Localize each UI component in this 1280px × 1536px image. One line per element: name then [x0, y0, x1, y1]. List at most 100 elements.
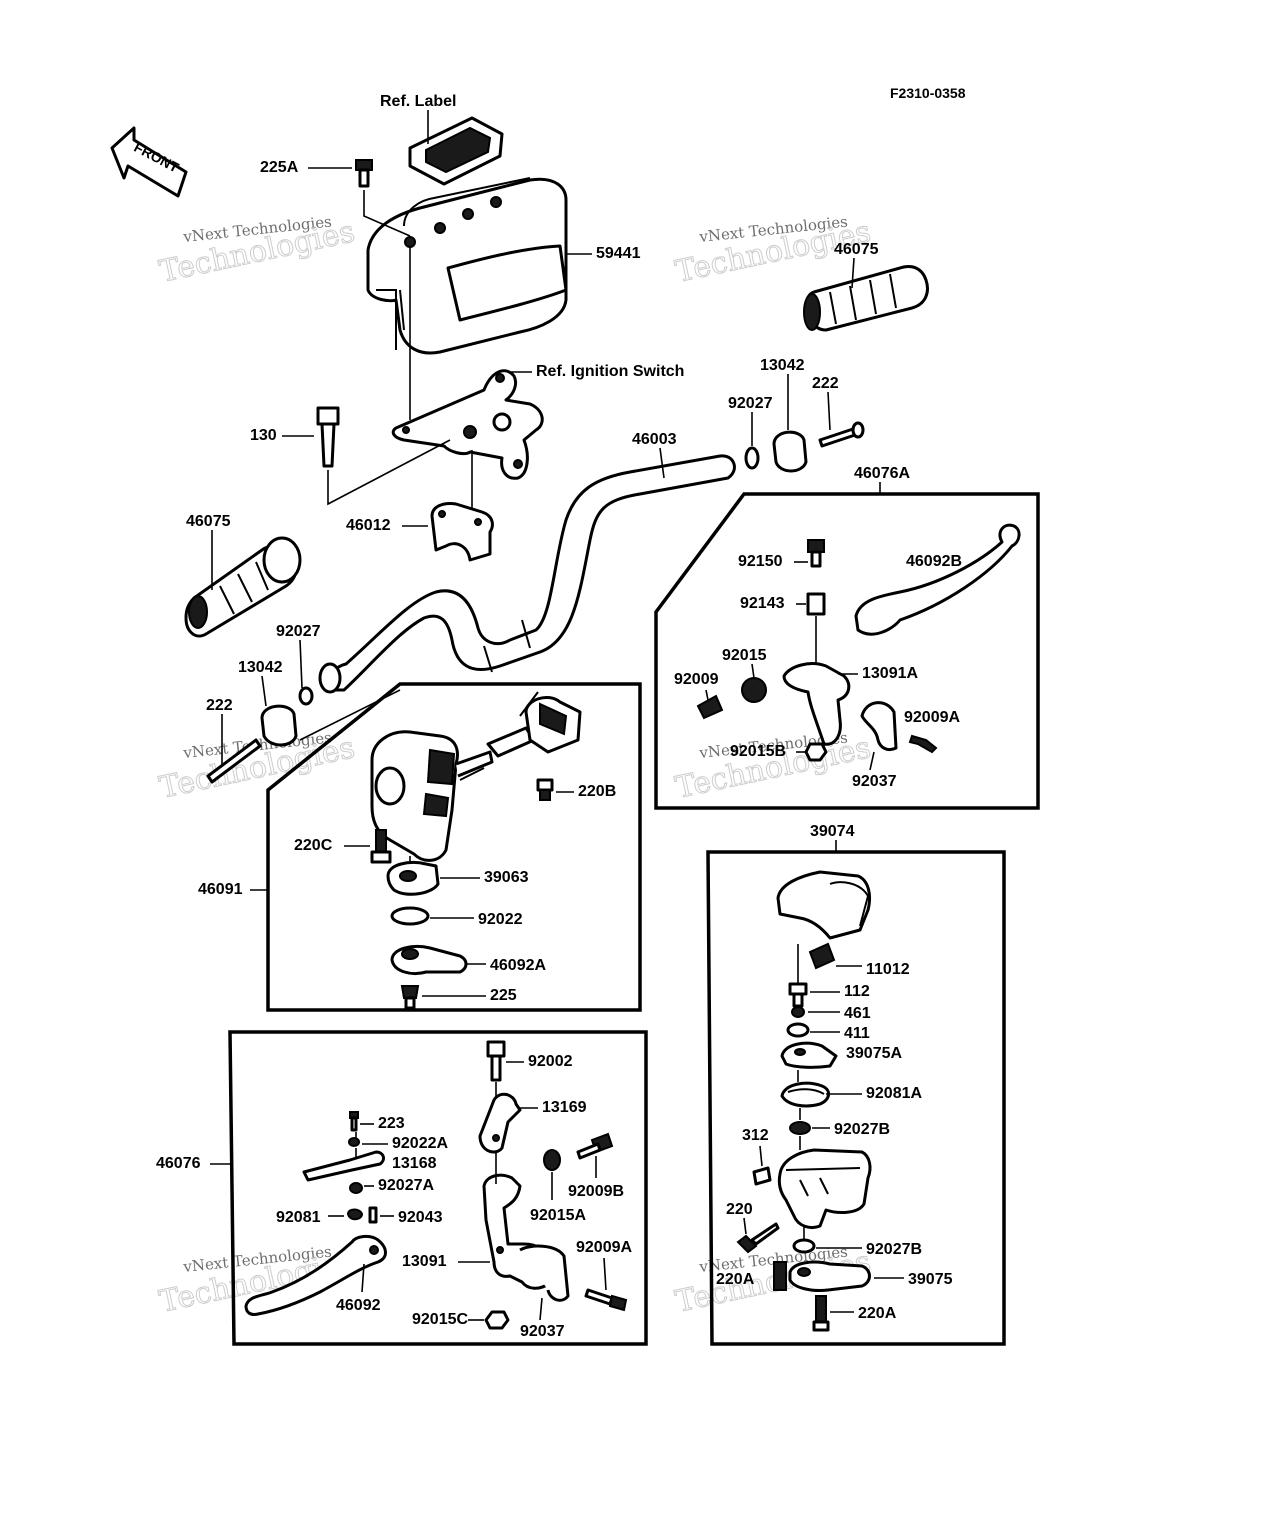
- label-39063: 39063: [484, 869, 529, 886]
- leader-13042-left: [261, 675, 267, 707]
- leader-225A-mount: [363, 190, 411, 237]
- washer-411: [786, 1022, 810, 1038]
- leader-lever-axis: [355, 1082, 497, 1184]
- pulley-39075: [788, 1260, 871, 1292]
- box-46091: [266, 682, 642, 1012]
- leader-92015: [751, 663, 755, 679]
- label-13042-right: 13042: [760, 357, 805, 374]
- lever-46092A: [390, 945, 468, 975]
- label-220A-a: 220A: [716, 1271, 755, 1288]
- bracket-13169: [478, 1092, 522, 1154]
- pin-92043: [368, 1206, 378, 1224]
- leader-46003: [659, 447, 665, 479]
- label-46076A: 46076A: [854, 465, 910, 482]
- leader-130-mount: [327, 439, 451, 506]
- washer-461: [791, 1006, 805, 1018]
- screw-225: [400, 985, 420, 1010]
- part-92027A: [349, 1182, 363, 1194]
- label-39075A: 39075A: [846, 1045, 902, 1062]
- right-end-parts: [744, 421, 865, 473]
- box-46076: [228, 1030, 648, 1346]
- pulley-39075A: [780, 1041, 838, 1069]
- left-grip: [184, 536, 302, 638]
- label-92081A: 92081A: [866, 1085, 922, 1102]
- label-92009A-top: 92009A: [904, 709, 960, 726]
- screw-112: [788, 982, 808, 1008]
- ref-label-caption: Ref. Label: [380, 93, 456, 110]
- handlebar: [318, 454, 736, 694]
- holder-13091: [482, 1173, 570, 1302]
- label-92037-bot: 92037: [520, 1323, 565, 1340]
- leader-46075-right: [851, 257, 855, 289]
- label-13091: 13091: [402, 1253, 447, 1270]
- lever-46092: [244, 1234, 387, 1316]
- holder-39063: [386, 861, 440, 896]
- label-46076: 46076: [156, 1155, 201, 1172]
- label-92027B-a: 92027B: [834, 1121, 890, 1138]
- spring-92081: [346, 1208, 364, 1221]
- leader-220: [743, 1217, 747, 1235]
- bolt-92002: [486, 1040, 506, 1082]
- bolt-225A: [355, 159, 373, 188]
- label-92015: 92015: [722, 647, 767, 664]
- leader-92009A-bot: [603, 1257, 607, 1291]
- label-13168: 13168: [392, 1155, 437, 1172]
- label-92002: 92002: [528, 1053, 573, 1070]
- label-11012: 11012: [866, 961, 910, 978]
- watermark-1: vNext Technologies Technologies: [156, 213, 358, 291]
- label-92027-right: 92027: [728, 395, 773, 412]
- label-411: 411: [844, 1025, 870, 1042]
- front-arrow-icon: FRONT: [110, 126, 188, 198]
- label-46075-left: 46075: [186, 513, 231, 530]
- collar-92143: [806, 592, 826, 616]
- label-46003: 46003: [632, 431, 677, 448]
- nut-312: [752, 1166, 772, 1186]
- box-46076A: [654, 492, 1040, 810]
- bolt-92150: [807, 539, 825, 568]
- label-92009A-bot: 92009A: [576, 1239, 632, 1256]
- bracket-13168: [302, 1150, 385, 1182]
- label-13169: 13169: [542, 1099, 587, 1116]
- ref-label-plate: [408, 116, 504, 186]
- switch-connector: [486, 691, 582, 758]
- label-92015B: 92015B: [730, 743, 786, 760]
- part-11012: [808, 942, 836, 970]
- screw-220C: [370, 829, 392, 864]
- screw-92009B: [576, 1132, 614, 1160]
- nut-92015B: [804, 742, 828, 762]
- label-220B: 220B: [578, 783, 616, 800]
- washer-92022A: [348, 1137, 360, 1147]
- label-223: 223: [378, 1115, 405, 1132]
- handlebar-clamp: [430, 502, 494, 562]
- label-222-left: 222: [206, 697, 233, 714]
- figure-code: F2310-0358: [890, 85, 966, 101]
- leader-92009: [705, 689, 709, 701]
- screw-220B: [536, 778, 554, 801]
- handlebar-cover: [366, 177, 568, 355]
- label-13091A: 13091A: [862, 665, 918, 682]
- label-92015C: 92015C: [412, 1311, 468, 1328]
- label-312: 312: [742, 1127, 769, 1144]
- label-46092B: 46092B: [906, 553, 962, 570]
- label-92027A: 92027A: [378, 1177, 434, 1194]
- bolt-92009A-bot: [584, 1288, 628, 1312]
- lever-46092B: [854, 523, 1021, 636]
- leader-92037-top: [869, 751, 875, 771]
- leader-46092: [361, 1263, 365, 1293]
- washer-92015: [741, 677, 767, 703]
- ref-ignition-caption: Ref. Ignition Switch: [536, 363, 684, 380]
- label-222-right: 222: [812, 375, 839, 392]
- label-46075-right: 46075: [834, 241, 879, 258]
- label-92009: 92009: [674, 671, 719, 688]
- label-13042-left: 13042: [238, 659, 283, 676]
- label-92043: 92043: [398, 1209, 443, 1226]
- throttle-case: [777, 1148, 872, 1230]
- label-92022A: 92022A: [392, 1135, 448, 1152]
- switch-housing: [370, 730, 494, 862]
- bolt-92009A-top: [908, 734, 938, 754]
- leader-92027-left: [299, 639, 303, 689]
- leader-312: [759, 1145, 763, 1167]
- label-92027-left: 92027: [276, 623, 321, 640]
- seal-92027B-b: [792, 1238, 816, 1254]
